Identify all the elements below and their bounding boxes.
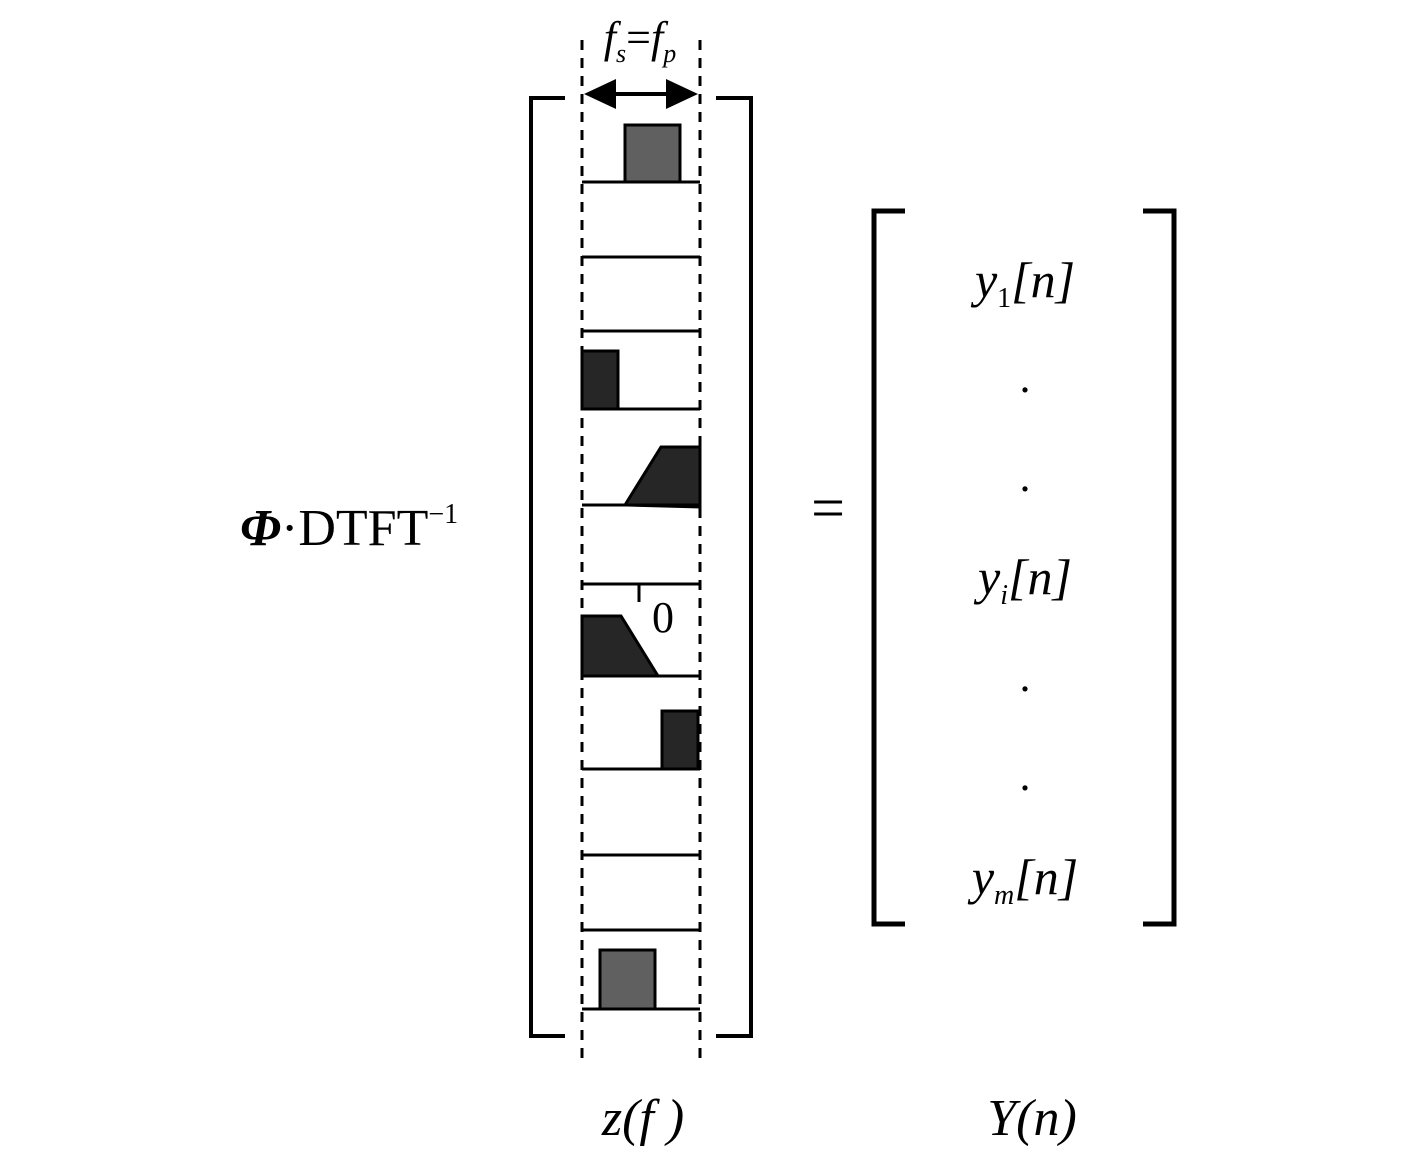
output-dot: . xyxy=(1020,452,1031,501)
spectrum-trapezoid-rising xyxy=(622,445,702,509)
bandwidth-label: fs=fp xyxy=(604,13,676,68)
output-dot: . xyxy=(1020,751,1031,800)
y-caption: Y(n) xyxy=(987,1090,1077,1147)
spectrum-block-dark-right xyxy=(660,709,700,771)
z-caption: z(f ) xyxy=(601,1090,684,1147)
right-bracket-z xyxy=(716,96,753,1038)
operator-label: Φ·DTFT−1 xyxy=(240,499,458,557)
left-bracket-y xyxy=(871,208,905,927)
zero-label: 0 xyxy=(652,593,674,642)
arrow-head-left-icon xyxy=(584,79,616,109)
output-ym: ym[n] xyxy=(967,849,1078,911)
output-dot: . xyxy=(1020,652,1031,701)
output-y1: y1[n] xyxy=(970,252,1075,314)
right-bracket-y xyxy=(1143,208,1177,927)
spectrum-trapezoid-falling xyxy=(580,614,661,678)
output-dot: . xyxy=(1020,353,1031,402)
output-yi: yi[n] xyxy=(973,549,1072,611)
bandwidth-arrow xyxy=(584,79,698,109)
left-bracket-z xyxy=(529,96,565,1038)
spectrum-block-light-top xyxy=(623,123,682,184)
arrow-head-right-icon xyxy=(666,79,698,109)
equals-sign: = xyxy=(811,475,845,541)
spectrum-block-light-bottom xyxy=(598,948,657,1011)
spectrum-block-dark-left xyxy=(580,349,620,411)
